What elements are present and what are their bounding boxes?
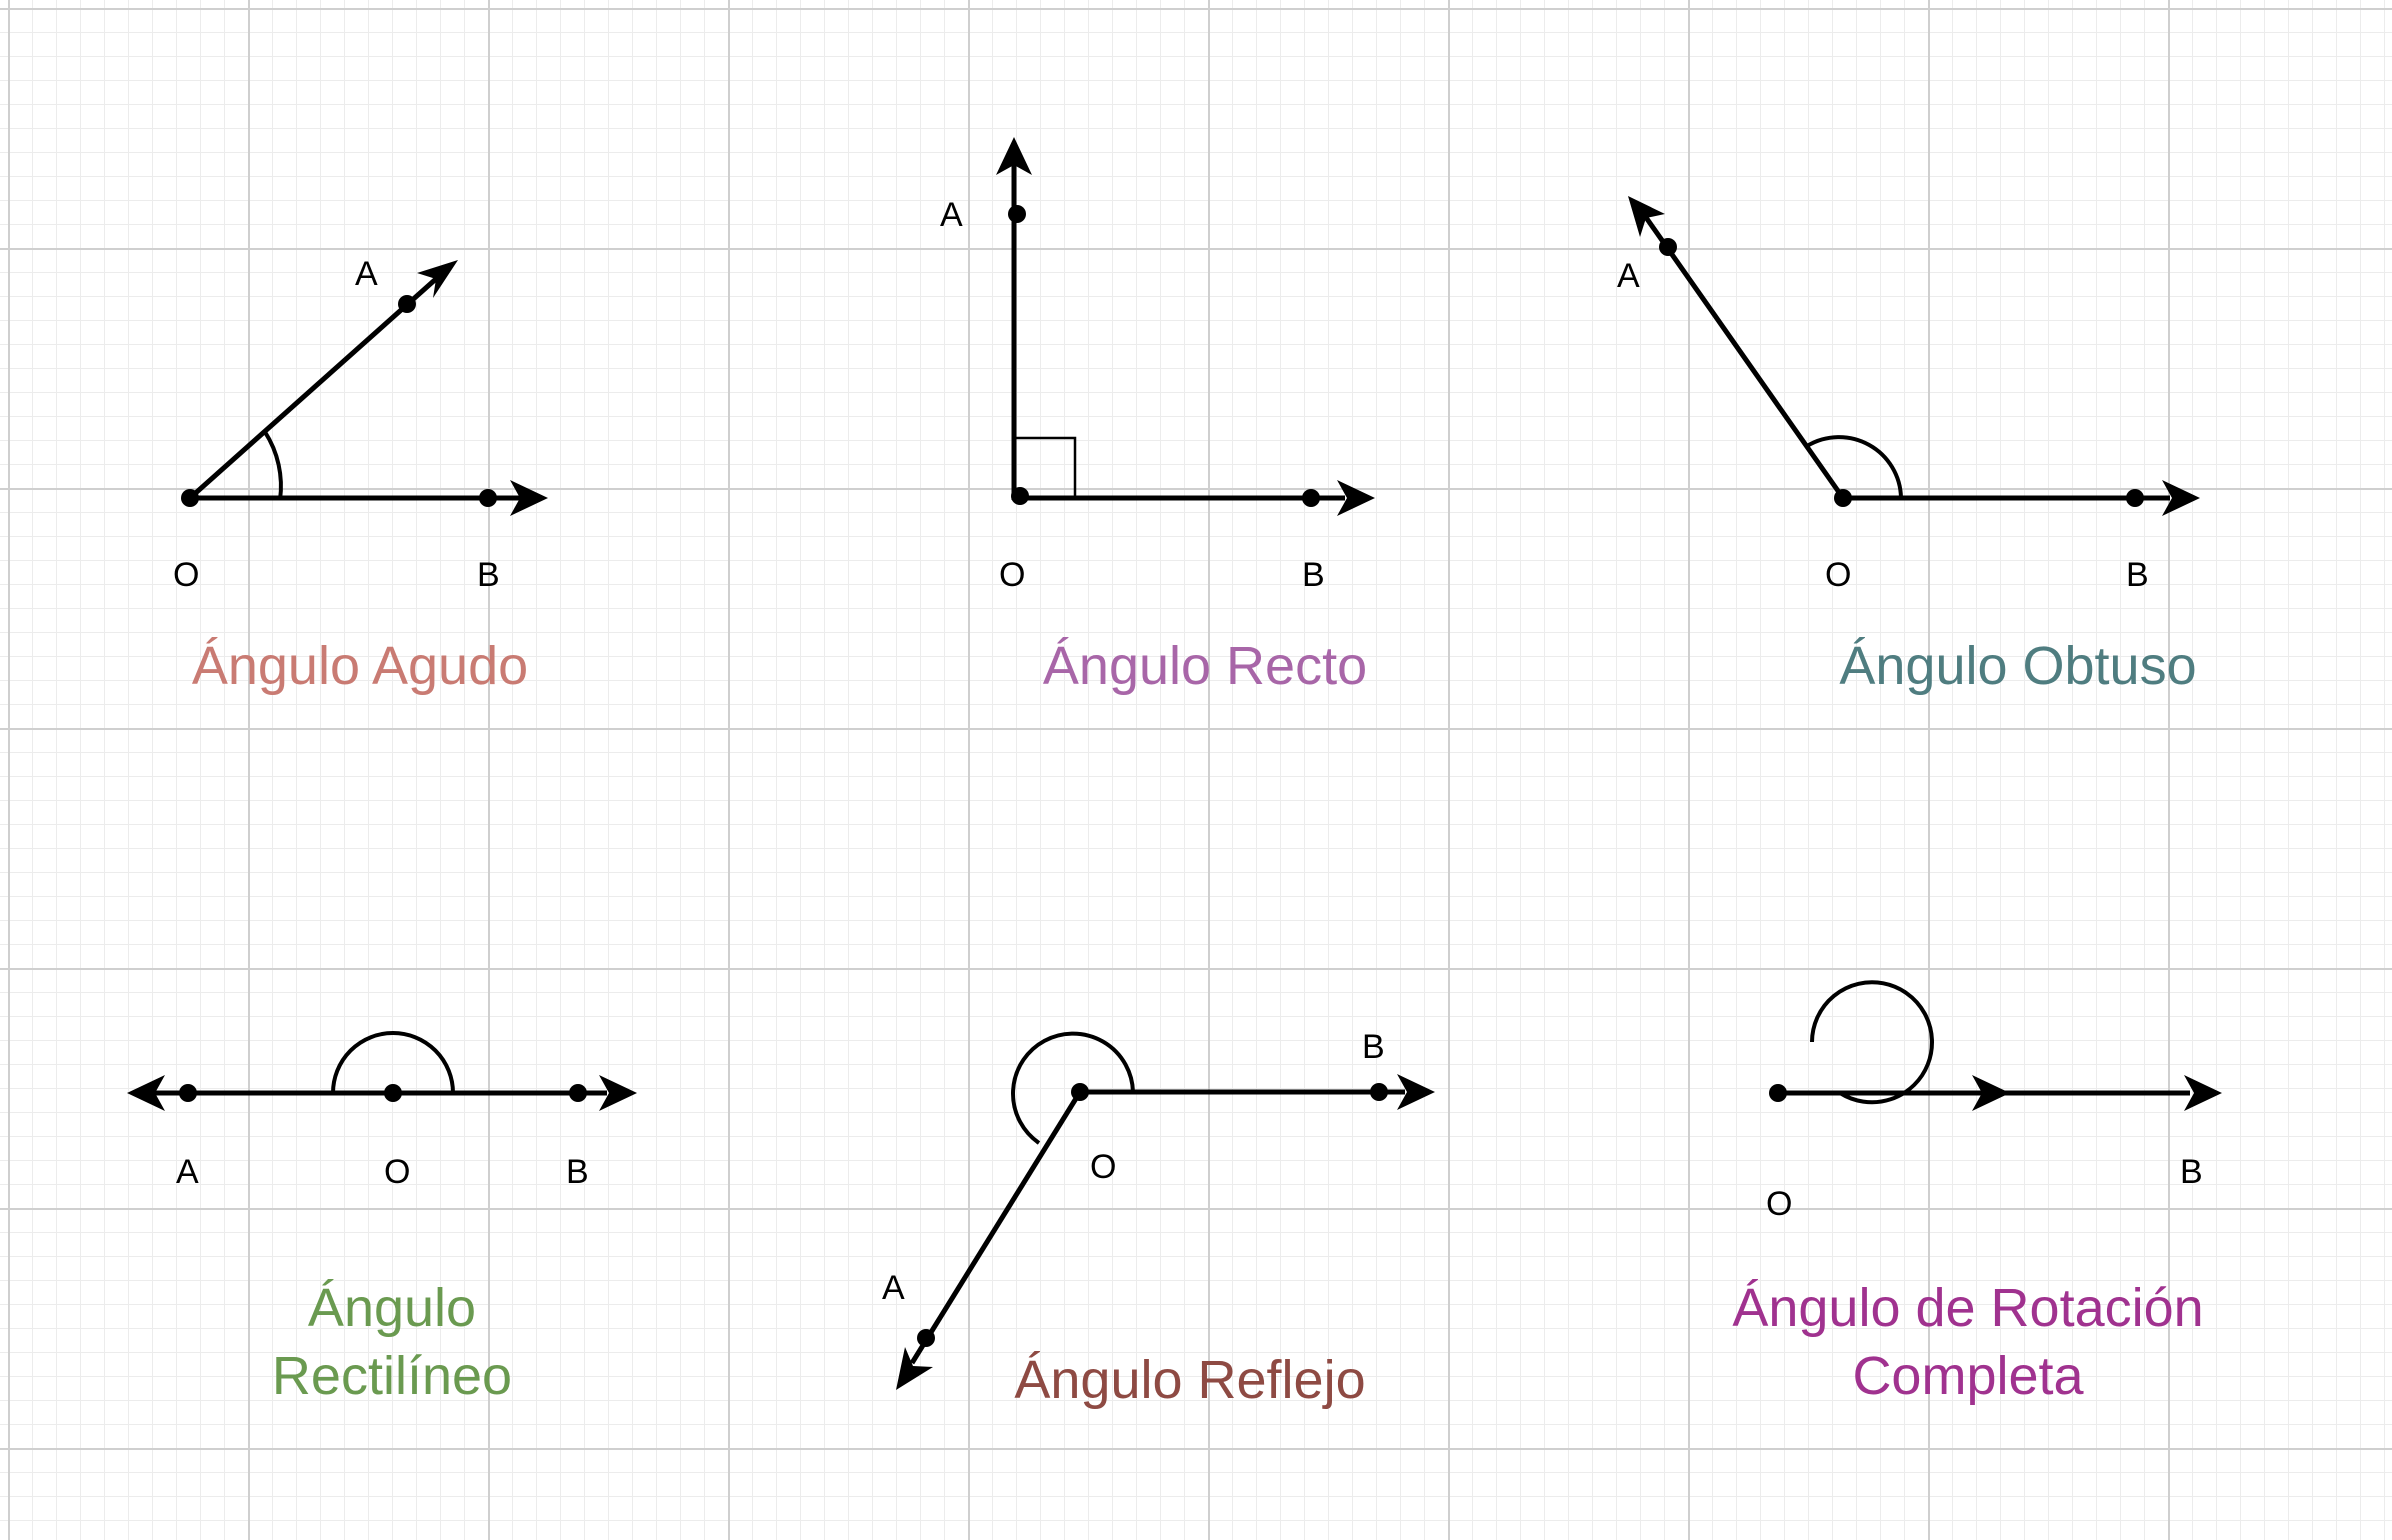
title-line: Ángulo Agudo [192, 636, 528, 696]
label-b: B [1362, 1028, 1385, 1066]
label-a: A [940, 196, 963, 234]
point-o [1769, 1084, 1787, 1102]
figure-reflex-angle: B O A Ángulo Reflejo [882, 1028, 1435, 1410]
title-reflex: Ángulo Reflejo [1014, 1350, 1365, 1410]
point-a [179, 1084, 197, 1102]
point-o [1071, 1083, 1089, 1101]
point-b [569, 1084, 587, 1102]
label-a: A [882, 1269, 905, 1307]
arrowhead-b [2162, 480, 2200, 516]
angle-arc [263, 430, 283, 501]
point-a [398, 295, 416, 313]
point-b [1370, 1083, 1388, 1101]
figure-acute-angle: A O B Ángulo Agudo [173, 255, 548, 696]
point-b [2126, 489, 2144, 507]
point-o [1011, 487, 1029, 505]
ray-oa [909, 1090, 1083, 1365]
arrowhead-a [1628, 196, 1665, 237]
arrowhead-b [1337, 480, 1375, 516]
arrowhead-b [2184, 1075, 2222, 1111]
point-o [1834, 489, 1852, 507]
label-a: A [355, 255, 378, 293]
right-angle-marker [1016, 436, 1077, 496]
figure-obtuse-angle: A O B Ángulo Obtuso [1617, 196, 2200, 696]
label-b: B [477, 556, 500, 594]
arrowhead-mid [1972, 1075, 2010, 1111]
label-a: A [1617, 257, 1640, 295]
arrowhead-a [127, 1075, 165, 1111]
arrowhead-b [510, 480, 548, 516]
point-o [384, 1084, 402, 1102]
label-o: O [999, 556, 1025, 594]
arrowhead-a [417, 260, 458, 298]
angle-arc [1810, 980, 1934, 1105]
title-line: Ángulo de Rotación [1732, 1278, 2203, 1338]
title-line: Ángulo Reflejo [1014, 1350, 1365, 1410]
title-line: Ángulo Obtuso [1839, 636, 2196, 696]
title-right: Ángulo Recto [1043, 636, 1367, 696]
label-o: O [173, 556, 199, 594]
label-o: O [1766, 1185, 1792, 1223]
label-b: B [566, 1153, 589, 1191]
arrowhead-a [996, 137, 1032, 175]
point-a [917, 1329, 935, 1347]
arrowhead-b [599, 1075, 637, 1111]
point-b [1302, 489, 1320, 507]
label-o: O [384, 1153, 410, 1191]
title-line: Ángulo [308, 1278, 476, 1338]
point-o [181, 489, 199, 507]
label-b: B [1302, 556, 1325, 594]
label-o: O [1825, 556, 1851, 594]
title-line: Completa [1852, 1346, 2084, 1406]
title-line: Rectilíneo [272, 1346, 512, 1406]
angle-arc [1805, 435, 1903, 499]
arrowhead-a [896, 1347, 933, 1390]
title-acute: Ángulo Agudo [192, 636, 528, 696]
title-line: Ángulo Recto [1043, 636, 1367, 696]
title-obtuse: Ángulo Obtuso [1839, 636, 2196, 696]
label-o: O [1090, 1148, 1116, 1186]
figure-right-angle: A O B Ángulo Recto [940, 137, 1375, 696]
label-a: A [176, 1153, 199, 1191]
ray-oa [188, 276, 439, 500]
angle-arc [331, 1031, 455, 1094]
point-b [479, 489, 497, 507]
arrowhead-b [1397, 1074, 1435, 1110]
ray-oa [1642, 214, 1846, 500]
label-b: B [2126, 556, 2149, 594]
label-b: B [2180, 1153, 2203, 1191]
point-a [1659, 238, 1677, 256]
point-a [1008, 205, 1026, 223]
angle-arc [1011, 1031, 1135, 1145]
